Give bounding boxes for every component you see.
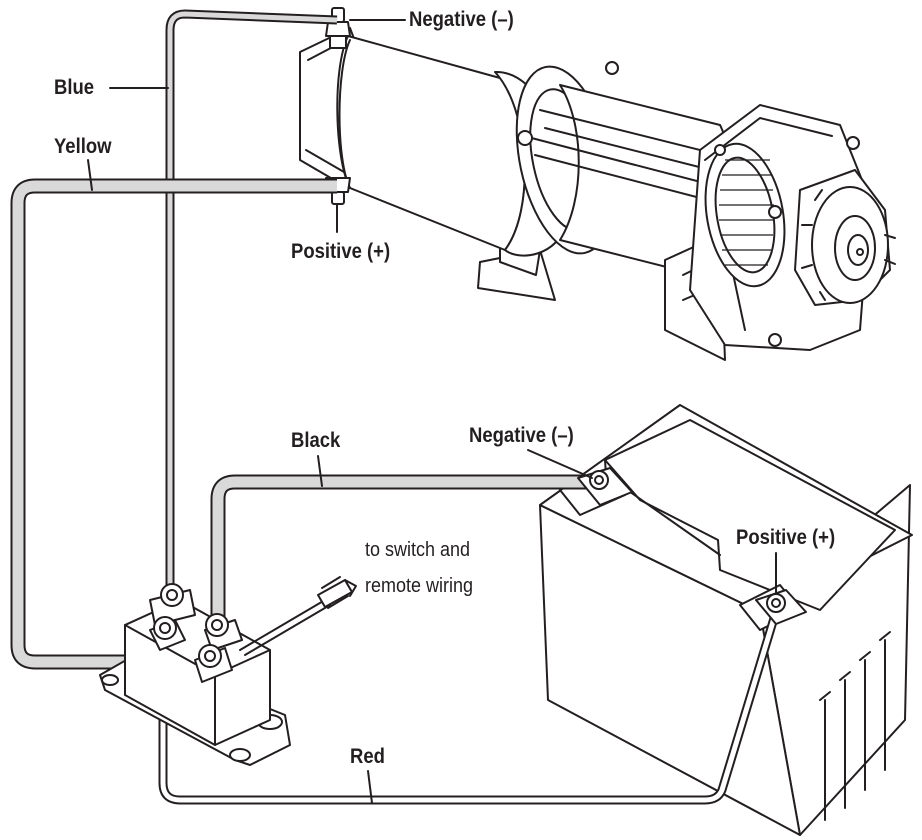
label-switch-note-line1: to switch and [365,539,471,561]
label-switch-note-line2: remote wiring [365,575,474,597]
cable-yellow [10,178,337,670]
label-winch-positive: Positive (+) [291,240,391,263]
label-red: Red [350,745,385,768]
cable-blue [165,9,338,610]
leader-lines [87,19,777,804]
battery-positive-terminal [755,589,807,625]
solenoid [99,576,357,766]
label-yellow: Yellow [54,135,112,158]
label-battery-positive: Positive (+) [736,526,836,549]
winch [299,27,896,361]
cable-black [210,474,597,620]
label-black: Black [291,429,341,452]
winch-negative-terminal [325,7,351,49]
cable-red [158,603,783,805]
label-blue: Blue [54,76,95,99]
label-battery-negative: Negative (–) [469,424,574,447]
label-winch-negative: Negative (–) [409,8,514,31]
